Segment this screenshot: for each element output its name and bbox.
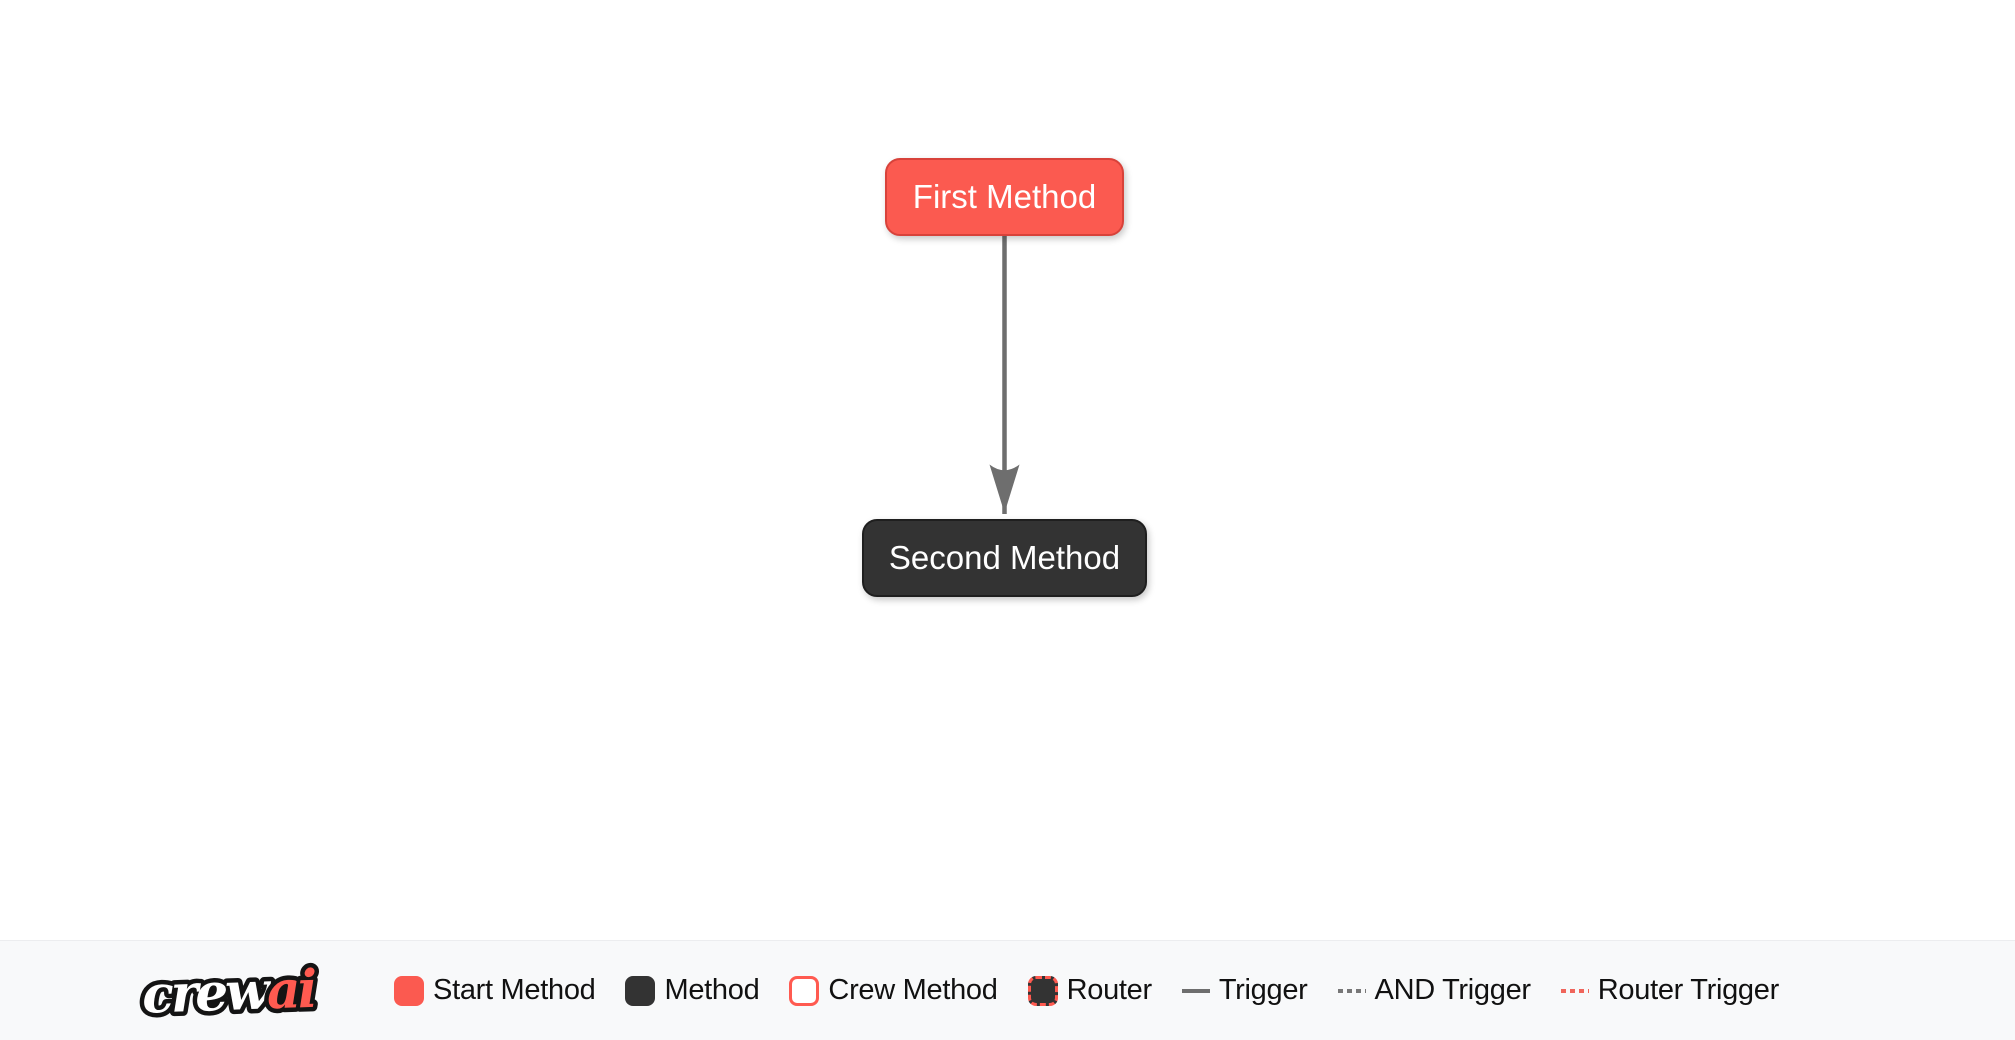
node-second-method[interactable]: Second Method: [862, 519, 1147, 597]
logo-text-crew: crew: [141, 960, 273, 1026]
logo-text-ai: ai: [266, 958, 317, 1021]
node-first-method[interactable]: First Method: [885, 158, 1124, 236]
router-trigger-line-icon: [1560, 988, 1589, 993]
router-swatch-icon: [1027, 975, 1058, 1006]
crew-method-swatch-icon: [789, 975, 820, 1006]
legend-label: AND Trigger: [1374, 974, 1532, 1006]
legend-bar: crewai Start Method Method Crew Method R…: [0, 940, 2015, 1040]
legend-label: Router: [1066, 974, 1153, 1006]
legend-label: Router Trigger: [1597, 974, 1779, 1006]
crewai-logo: crewai: [137, 954, 322, 1029]
flow-diagram-canvas[interactable]: First Method Second Method: [0, 0, 2015, 940]
trigger-line-icon: [1181, 988, 1210, 993]
trigger-edge-arrow: [989, 236, 1020, 514]
legend-item-crew-method: Crew Method: [789, 974, 998, 1007]
legend-item-start-method: Start Method: [394, 974, 596, 1007]
legend-item-and-trigger: AND Trigger: [1337, 974, 1532, 1007]
legend-label: Crew Method: [828, 974, 998, 1006]
legend-item-router-trigger: Router Trigger: [1560, 974, 1779, 1007]
legend-item-router: Router: [1027, 974, 1153, 1007]
legend-label: Method: [664, 974, 760, 1006]
legend-label: Start Method: [433, 974, 596, 1006]
node-second-method-label: Second Method: [888, 539, 1121, 576]
method-swatch-icon: [625, 975, 656, 1006]
legend-item-trigger: Trigger: [1181, 974, 1308, 1007]
legend-label: Trigger: [1218, 974, 1308, 1006]
and-trigger-line-icon: [1337, 988, 1366, 993]
node-first-method-label: First Method: [912, 178, 1097, 215]
start-method-swatch-icon: [394, 975, 425, 1006]
legend-row: crewai Start Method Method Crew Method R…: [0, 941, 2015, 1040]
legend-item-method: Method: [625, 974, 760, 1007]
svg-text:crewai: crewai: [141, 958, 317, 1025]
